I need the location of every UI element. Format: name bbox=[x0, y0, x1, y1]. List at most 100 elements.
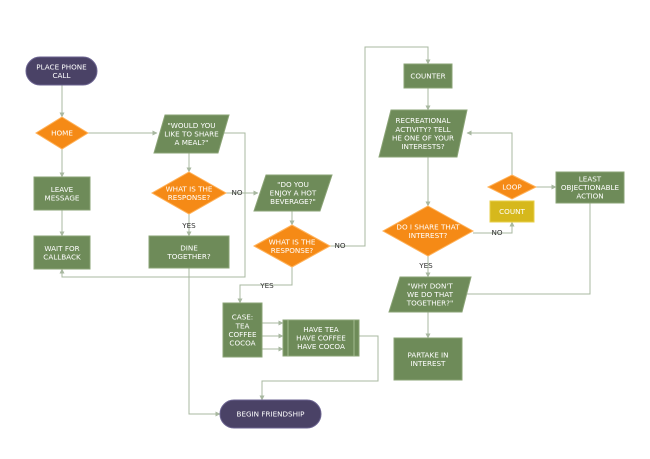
node-text-line: DINE bbox=[180, 243, 198, 252]
node-text-line: HAVE TEA bbox=[303, 325, 339, 334]
node-text-line: LIKE TO SHARE bbox=[164, 130, 219, 139]
node-text-line: COUNT bbox=[499, 207, 525, 216]
node-text-line: LEAST bbox=[579, 175, 602, 184]
node-text-line: PARTAKE IN bbox=[407, 350, 448, 359]
decision-shape bbox=[35, 116, 89, 150]
edge-dine-to-begin bbox=[188, 268, 221, 417]
node-loop: LOOP bbox=[486, 174, 538, 200]
node-text: COUNT bbox=[499, 207, 525, 216]
node-text-line: LOOP bbox=[502, 183, 522, 192]
terminal-shape bbox=[25, 56, 98, 86]
decision-shape bbox=[381, 205, 475, 257]
node-text: HOME bbox=[51, 129, 73, 138]
node-begin-friendship: BEGIN FRIENDSHIP bbox=[219, 399, 322, 429]
node-text-line: "WHY DON'T bbox=[407, 282, 453, 291]
process-shape bbox=[222, 302, 263, 358]
node-text-line: CASE: bbox=[232, 313, 253, 322]
node-text-line: TEA bbox=[235, 321, 250, 330]
node-text-line: COCOA bbox=[229, 339, 255, 348]
edge-loop-back-to-home bbox=[59, 132, 246, 278]
decision-shape bbox=[252, 224, 332, 268]
data-shape bbox=[378, 109, 468, 158]
edge-share-to-count bbox=[473, 221, 515, 234]
process-shape bbox=[403, 63, 453, 89]
decision-shape bbox=[486, 174, 538, 200]
node-text-line: CALLBACK bbox=[43, 252, 81, 261]
data-shape bbox=[253, 174, 333, 212]
predefined-process-shape bbox=[282, 319, 360, 357]
edge-labels: NO YES NO YES NO YES bbox=[181, 188, 503, 290]
node-text-line: DO I SHARE THAT bbox=[396, 222, 460, 231]
edge-loop-to-recreational bbox=[466, 130, 513, 175]
node-text-line: TOGETHER? bbox=[166, 252, 210, 261]
node-text-line: ACTIVITY? TELL bbox=[395, 125, 450, 134]
node-text: BEGIN FRIENDSHIP bbox=[237, 410, 306, 419]
node-text-line: MESSAGE bbox=[45, 193, 80, 202]
edges bbox=[59, 46, 591, 417]
node-text: COUNTER bbox=[410, 72, 445, 81]
node-text-line: "WOULD YOU bbox=[167, 121, 215, 130]
node-text-line: WHAT IS THE bbox=[166, 184, 213, 193]
node-text-line: HAVE COFFEE bbox=[296, 334, 346, 343]
node-text-line: "DO YOU bbox=[277, 180, 309, 189]
node-text-line: LEAVE bbox=[51, 185, 74, 194]
node-text-line: COUNTER bbox=[410, 72, 445, 81]
node-text-line: ENJOY A HOT bbox=[270, 189, 317, 198]
node-text-line: BEGIN FRIENDSHIP bbox=[237, 410, 306, 419]
node-text-line: HOME bbox=[51, 129, 73, 138]
process-shape bbox=[555, 171, 625, 204]
node-text-line: PLACE PHONE bbox=[36, 62, 87, 71]
node-text-line: TOGETHER?" bbox=[406, 299, 454, 308]
edge-label-response2-no: NO bbox=[334, 241, 345, 250]
process-shape bbox=[393, 337, 463, 381]
node-text-line: HAVE COCOA bbox=[297, 342, 345, 351]
data-shape bbox=[153, 114, 230, 154]
process-shape bbox=[33, 235, 91, 270]
node-text-line: RESPONSE? bbox=[271, 246, 314, 255]
edge-label-response1-yes: YES bbox=[181, 221, 196, 230]
node-text-line: WE DO THAT bbox=[407, 290, 454, 299]
node-text-line: WHAT IS THE bbox=[269, 237, 316, 246]
node-text-line: CALL bbox=[53, 71, 71, 80]
node-text-line: INTEREST? bbox=[409, 231, 448, 240]
node-text-line: COFFEE bbox=[228, 330, 256, 339]
edge-least-to-why bbox=[461, 203, 591, 297]
node-text: LOOP bbox=[502, 183, 522, 192]
node-text-line: A MEAL?" bbox=[175, 138, 209, 147]
data-shape bbox=[388, 276, 472, 313]
node-counter: COUNTER bbox=[403, 63, 453, 89]
node-text-line: HE ONE OF YOUR bbox=[392, 133, 454, 142]
node-text-line: WAIT FOR bbox=[44, 244, 79, 253]
node-text-line: ACTION bbox=[576, 192, 603, 201]
node-count: COUNT bbox=[489, 200, 535, 223]
edge-label-share-yes: YES bbox=[418, 261, 433, 270]
node-text-line: RESPONSE? bbox=[168, 193, 211, 202]
node-home: HOME bbox=[35, 116, 89, 150]
terminal-shape bbox=[219, 399, 322, 429]
